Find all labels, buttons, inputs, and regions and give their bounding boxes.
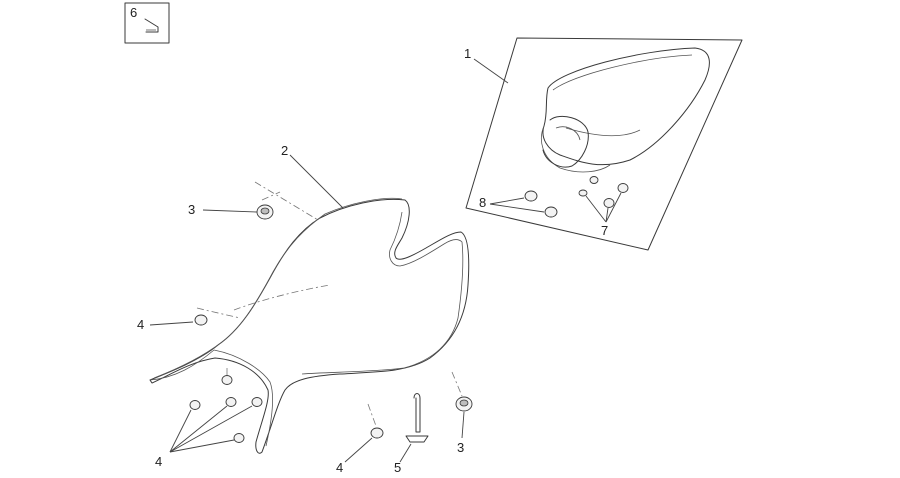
callout-3-right: 3: [457, 440, 464, 455]
callouts: 1 2 3 4 3 4 5 4 8 7: [137, 46, 608, 475]
pad-4-top: [194, 314, 208, 326]
pad-4-a: [221, 375, 233, 385]
callout-8: 8: [479, 195, 486, 210]
rider-seat: [149, 197, 470, 454]
callout-4-bottom: 4: [336, 460, 343, 475]
pad-4-b: [189, 400, 201, 410]
callout-4-left: 4: [137, 317, 144, 332]
grommet-8a: [524, 190, 538, 202]
seat-cowl: [541, 47, 710, 173]
grommet-7c: [603, 198, 615, 208]
grommet-7d: [617, 183, 629, 193]
hex-key-icon: [144, 18, 159, 33]
callout-3-left: 3: [188, 202, 195, 217]
seat-cowl-panel: [465, 37, 743, 251]
pad-4-bottom: [370, 427, 384, 439]
tool-box: 6: [124, 2, 170, 44]
callout-7: 7: [601, 223, 608, 238]
rubber-pads: [189, 314, 384, 443]
alignment-lines: [196, 181, 463, 427]
pad-4-d: [251, 397, 263, 407]
seat-pin: [405, 393, 429, 443]
grommet-8b: [544, 206, 558, 218]
pad-4-e: [233, 433, 245, 443]
callout-4-group: 4: [155, 454, 162, 469]
callout-2: 2: [281, 143, 288, 158]
grommet-7a: [578, 189, 588, 197]
callout-6: 6: [130, 5, 137, 20]
grommet-7b: [589, 176, 599, 184]
fixing-nuts: [256, 204, 473, 412]
callout-5: 5: [394, 460, 401, 475]
callout-1: 1: [464, 46, 471, 61]
pad-4-c: [225, 397, 237, 407]
leader-lines: [149, 58, 622, 463]
